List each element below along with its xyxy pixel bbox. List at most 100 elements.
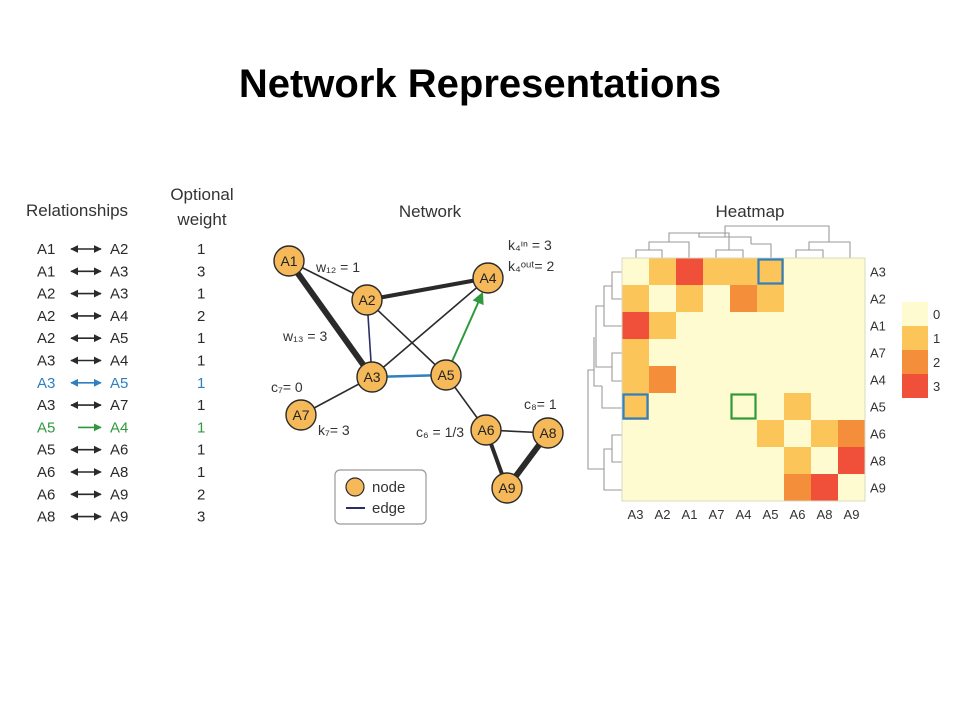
heatmap-cell <box>757 393 784 420</box>
heatmap-col-label: A9 <box>844 507 860 522</box>
relationship-weight: 1 <box>197 330 205 347</box>
relationship-to: A7 <box>110 397 128 414</box>
heatmap-cell <box>703 420 730 447</box>
heatmap-cell <box>622 285 649 312</box>
relationship-weight: 1 <box>197 375 205 392</box>
heatmap-cell <box>838 258 865 285</box>
network-node-a5: A5 <box>430 359 462 391</box>
heatmap-row-label: A7 <box>870 346 886 361</box>
heatmap-cell <box>703 366 730 393</box>
heatmap-cell <box>784 420 811 447</box>
heatmap-cell <box>757 312 784 339</box>
heatmap-col-label: A8 <box>817 507 833 522</box>
heatmap-row-label: A5 <box>870 400 886 415</box>
heatmap-row-label: A1 <box>870 319 886 334</box>
heatmap-cell <box>703 285 730 312</box>
heatmap-cell <box>622 339 649 366</box>
heatmap-cell <box>811 474 838 501</box>
heatmap-cell <box>811 447 838 474</box>
heatmap-border <box>621 257 866 502</box>
heatmap-cell <box>757 474 784 501</box>
color-scale-swatch <box>902 326 928 350</box>
node-circle <box>491 472 523 504</box>
heatmap-cell <box>676 420 703 447</box>
heatmap-cell <box>811 393 838 420</box>
heatmap-row-label: A9 <box>870 481 886 496</box>
heatmap-cell <box>649 258 676 285</box>
heatmap-left-dendrogram <box>587 271 622 491</box>
heatmap-cell <box>811 312 838 339</box>
color-scale-label: 2 <box>933 355 940 370</box>
node-label: A9 <box>498 480 515 496</box>
slide-title: Network Representations <box>238 62 722 106</box>
node-label: A4 <box>479 270 496 286</box>
heatmap-cell <box>622 258 649 285</box>
relationship-weight: 1 <box>197 419 205 436</box>
heatmap-cell <box>784 393 811 420</box>
heatmap-cell <box>757 420 784 447</box>
relationship-from: A6 <box>37 486 55 503</box>
edge-a1-a3 <box>286 259 375 379</box>
relationship-from: A2 <box>37 286 55 303</box>
heatmap-title: Heatmap <box>716 202 785 221</box>
legend-node-icon <box>345 477 365 497</box>
node-label: A3 <box>363 369 380 385</box>
heatmap-cell <box>811 420 838 447</box>
edge-a2-a4 <box>366 276 489 302</box>
heatmap-cell <box>757 339 784 366</box>
heatmap-cell <box>838 393 865 420</box>
relationship-weight: 3 <box>197 509 205 526</box>
heatmap-col-label: A7 <box>709 507 725 522</box>
node-label: A7 <box>292 407 309 423</box>
heatmap-cell <box>649 474 676 501</box>
node-circle <box>356 361 388 393</box>
heatmap-cell <box>730 474 757 501</box>
heatmap-col-label: A5 <box>763 507 779 522</box>
heatmap-col-label: A4 <box>736 507 752 522</box>
heatmap-cell <box>703 393 730 420</box>
heatmap-top-dendrogram <box>635 225 851 258</box>
heatmap-cell <box>703 258 730 285</box>
heatmap-cell <box>649 285 676 312</box>
heatmap-cell <box>838 339 865 366</box>
heatmap-cell <box>811 339 838 366</box>
node-label: A5 <box>437 367 454 383</box>
heatmap-cell <box>730 366 757 393</box>
color-scale-label: 1 <box>933 331 940 346</box>
relationship-from: A8 <box>37 509 55 526</box>
heatmap-row-label: A4 <box>870 373 886 388</box>
relationship-from: A3 <box>37 375 55 392</box>
heatmap-cell <box>649 393 676 420</box>
heatmap-cell <box>676 474 703 501</box>
relationship-weight: 2 <box>197 486 205 503</box>
color-scale-swatch <box>902 374 928 398</box>
heatmap-highlights <box>622 258 784 420</box>
node-circle <box>285 399 317 431</box>
relationship-weight: 1 <box>197 286 205 303</box>
heatmap-cell <box>784 339 811 366</box>
relationship-from: A3 <box>37 397 55 414</box>
relationship-to: A3 <box>110 263 128 280</box>
heatmap-cell <box>730 339 757 366</box>
network-edges <box>286 259 551 490</box>
node-circle <box>472 262 504 294</box>
heatmap-cell <box>676 258 703 285</box>
heatmap-cell <box>757 258 784 285</box>
color-scale-swatch <box>902 302 928 326</box>
node-label: A2 <box>358 292 375 308</box>
network-node-a9: A9 <box>491 472 523 504</box>
network-node-a4: A4 <box>472 262 504 294</box>
node-circle <box>532 417 564 449</box>
